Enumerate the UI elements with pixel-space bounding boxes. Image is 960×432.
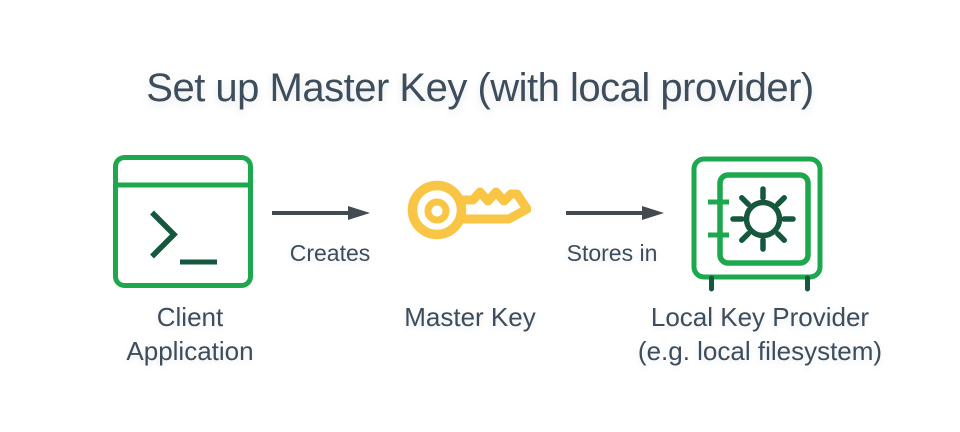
node-label-client-application: Client Application bbox=[80, 300, 300, 368]
stores-in-arrow bbox=[566, 206, 664, 220]
label-line: Client bbox=[156, 302, 224, 332]
node-label-local-key-provider: Local Key Provider (e.g. local filesyste… bbox=[595, 300, 925, 368]
label-line: (e.g. local filesystem) bbox=[637, 336, 883, 366]
node-label-master-key: Master Key bbox=[360, 300, 580, 334]
label-line: Master Key bbox=[404, 302, 536, 332]
safe-feet bbox=[709, 275, 810, 292]
diagram-title: Set up Master Key (with local provider) bbox=[146, 66, 814, 110]
label-line: Local Key Provider bbox=[650, 302, 870, 332]
key-icon bbox=[407, 180, 531, 240]
dial-icon bbox=[730, 186, 796, 252]
stores-in-arrow-label: Stores in bbox=[566, 240, 658, 266]
creates-arrow-label: Creates bbox=[289, 240, 371, 266]
creates-arrow bbox=[272, 206, 370, 220]
label-line: Application bbox=[126, 336, 254, 366]
safe-icon bbox=[691, 156, 823, 292]
terminal-window-icon bbox=[113, 155, 253, 288]
